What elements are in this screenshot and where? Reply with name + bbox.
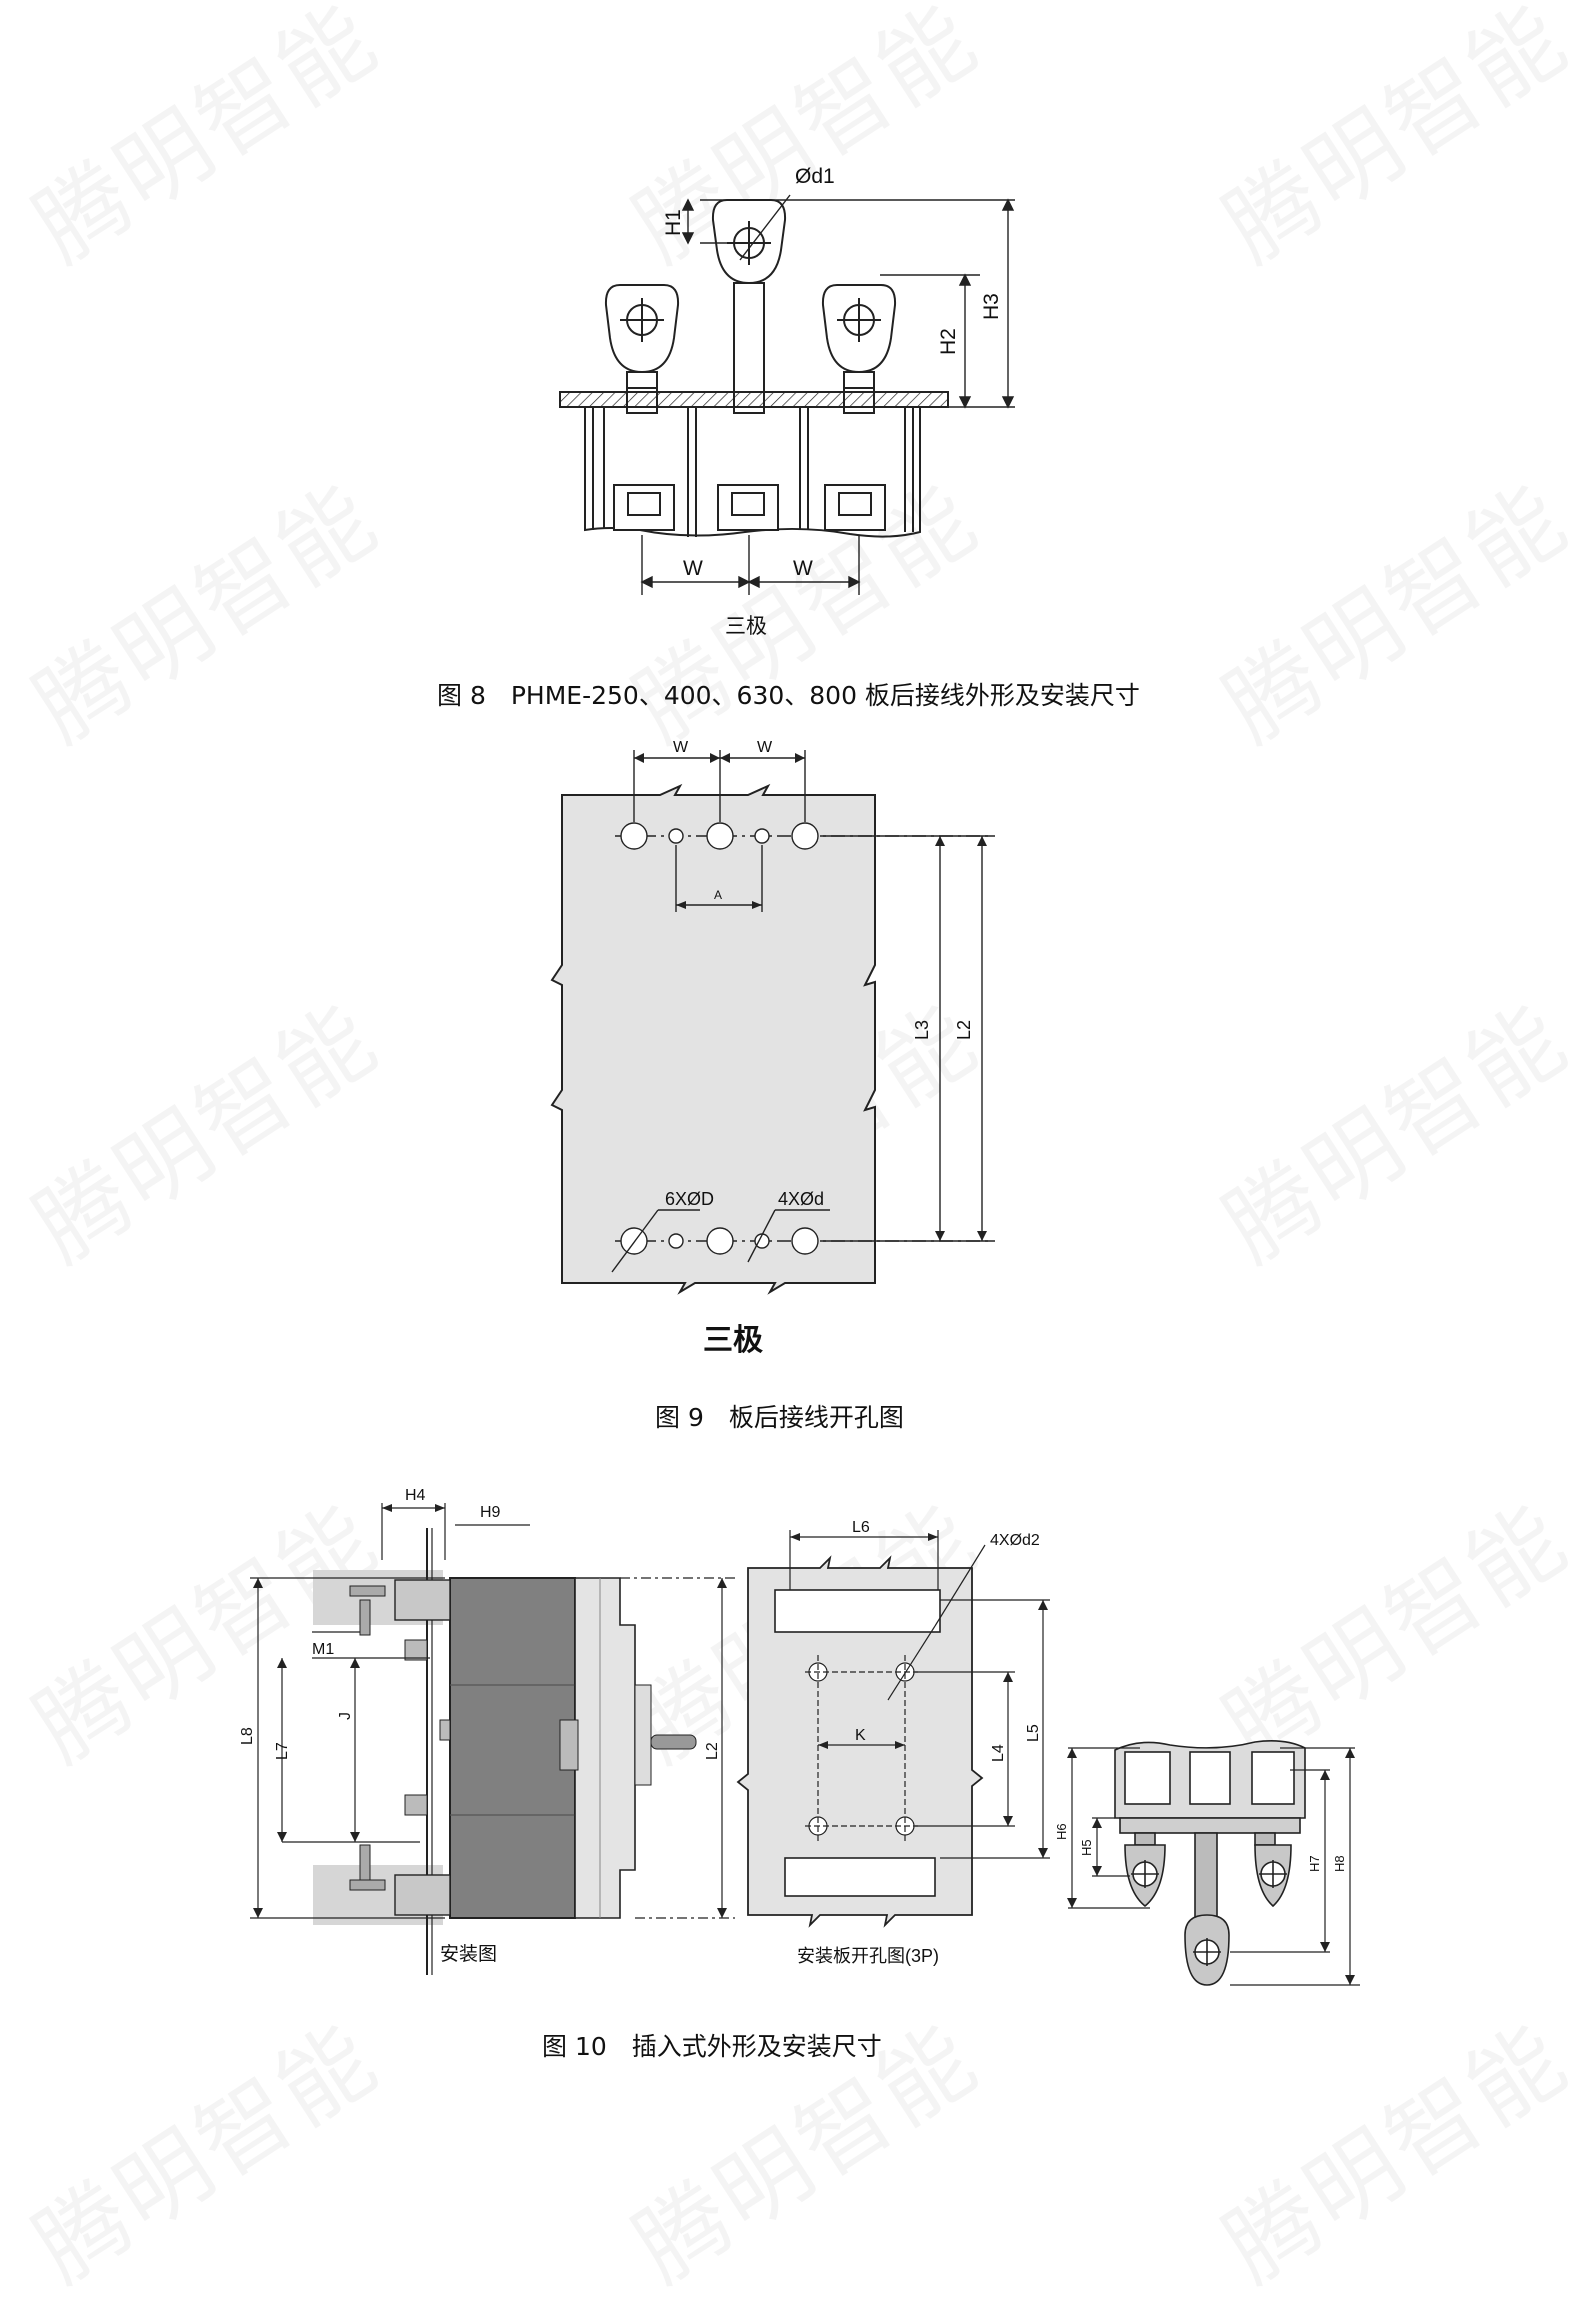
fig10-l4-label: L4: [990, 1744, 1007, 1762]
fig9-w-label-right: W: [757, 739, 773, 756]
breaker-body: [584, 407, 921, 538]
fig10-h4-label: H4: [405, 1487, 426, 1504]
fig9-drawing: W W A L3 L2 6XØD 4XØd 三极: [550, 739, 995, 1357]
fig10-h8-label: H8: [1332, 1855, 1347, 1872]
fig10-h9-label: H9: [480, 1504, 501, 1521]
fig10-caption: 图 10 插入式外形及安装尺寸: [542, 2032, 882, 2061]
fig10-install-view: [313, 1528, 697, 1975]
fig9-l2-label: L2: [954, 1020, 974, 1040]
mounting-plate: [559, 391, 949, 408]
fig9-panel: [550, 783, 876, 1295]
fig10-h7-label: H7: [1307, 1855, 1322, 1872]
fig10-l7-label: L7: [274, 1742, 291, 1760]
fig9-a-label: A: [714, 888, 722, 902]
fig10-upper-cutout: [774, 1589, 941, 1633]
fig8-w-label-left: W: [683, 557, 703, 580]
fig8-drawing: Ød1 H1 H2 H3 W W 三极: [559, 165, 1015, 638]
terminal-right: [821, 284, 897, 414]
fig8-d1-label: Ød1: [795, 165, 835, 188]
fig8-w-label-right: W: [793, 557, 813, 580]
fig10-l2-label: L2: [704, 1742, 721, 1760]
fig10-l8-label: L8: [239, 1727, 256, 1745]
fig10-sublabel-mid: 安装板开孔图(3P): [797, 1946, 939, 1966]
fig10-drawing: H4 H9 M1 L8 L7 J L2 安装图 L6 4XØd2 K: [239, 1487, 1360, 1986]
fig9-l3-label: L3: [912, 1020, 932, 1040]
fig10-4xd2-label: 4XØd2: [990, 1532, 1040, 1549]
fig10-l5-label: L5: [1025, 1724, 1042, 1742]
fig9-w-label-left: W: [673, 739, 689, 756]
fig9-6xd-label: 6XØD: [665, 1189, 714, 1209]
fig10-h5-label: H5: [1079, 1839, 1094, 1856]
fig10-side-view: [1114, 1740, 1306, 1986]
fig8-h2-label: H2: [937, 328, 960, 355]
fig9-caption: 图 9 板后接线开孔图: [655, 1403, 904, 1432]
fig8-h3-label: H3: [980, 293, 1003, 320]
fig10-m1-label: M1: [312, 1641, 334, 1658]
fig8-sublabel: 三极: [725, 615, 767, 638]
fig10-l6-label: L6: [852, 1519, 870, 1536]
terminal-center: [711, 199, 787, 414]
fig10-lower-cutout: [784, 1857, 936, 1897]
fig10-sublabel-left: 安装图: [440, 1943, 497, 1965]
fig10-j-label: J: [337, 1712, 354, 1720]
fig9-4xd-label: 4XØd: [778, 1189, 824, 1209]
fig8-h1-label: H1: [662, 209, 685, 236]
fig10-k-label: K: [855, 1727, 866, 1744]
fig9-sublabel: 三极: [703, 1324, 763, 1357]
fig10-h6-label: H6: [1054, 1823, 1069, 1840]
fig10-mounting-plate-cutout: [736, 1555, 984, 1928]
fig8-caption: 图 8 PHME-250、400、630、800 板后接线外形及安装尺寸: [437, 681, 1140, 710]
